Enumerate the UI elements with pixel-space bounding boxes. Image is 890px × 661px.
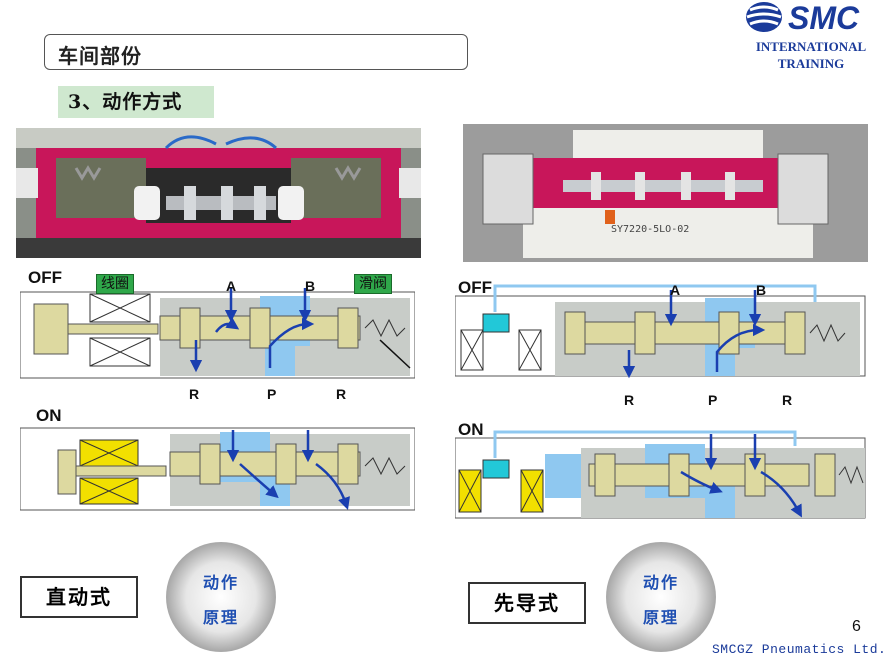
direct-port-r2: R — [336, 386, 347, 402]
direct-port-r1: R — [189, 386, 200, 402]
header-box — [44, 34, 468, 70]
pilot-port-b: B — [756, 282, 767, 298]
pilot-port-r2: R — [782, 392, 793, 408]
spool-tag: 滑阀 — [354, 274, 392, 294]
section-heading: 3、动作方式 — [58, 86, 214, 118]
pilot-port-r1: R — [624, 392, 635, 408]
direct-valve-photo — [16, 128, 421, 258]
direct-on-label: ON — [36, 406, 62, 425]
direct-on-diagram — [20, 427, 415, 511]
pilot-on-label: ON — [458, 420, 484, 439]
pilot-valve-diagram — [455, 284, 866, 519]
direct-principle-line1: 动作 — [202, 573, 239, 592]
direct-principle-line2: 原理 — [202, 608, 239, 627]
page-title: 车间部份 — [58, 44, 142, 68]
pilot-off-label: OFF — [458, 278, 492, 297]
footer-company: SMCGZ Pneumatics Ltd. — [712, 642, 887, 657]
direct-off-label: OFF — [28, 268, 62, 287]
pilot-off-diagram — [455, 284, 866, 379]
pilot-on-diagram — [455, 430, 866, 519]
svg-text:SMC: SMC — [788, 0, 860, 34]
direct-port-b: B — [305, 278, 316, 294]
pilot-principle-line2: 原理 — [642, 608, 679, 627]
direct-off-diagram — [20, 288, 415, 379]
pilot-type-label: 先导式 — [468, 582, 586, 624]
smc-logo: SMC — [746, 0, 860, 34]
direct-principle-button[interactable]: 动作 原理 — [166, 542, 276, 652]
pilot-valve-photo: SY7220-5LO-02 — [463, 124, 868, 262]
coil-tag: 线圈 — [96, 274, 134, 294]
pilot-port-p: P — [708, 392, 718, 408]
photo-model-text: SY7220-5LO-02 — [611, 224, 689, 235]
page-number: 6 — [852, 618, 861, 635]
direct-valve-diagram — [20, 288, 415, 511]
pilot-port-a: A — [670, 282, 681, 298]
direct-port-p: P — [267, 386, 277, 402]
pilot-principle-button[interactable]: 动作 原理 — [606, 542, 716, 652]
direct-type-label: 直动式 — [20, 576, 138, 618]
logo-line-1: INTERNATIONAL — [755, 39, 867, 54]
pilot-principle-line1: 动作 — [642, 573, 679, 592]
direct-port-a: A — [226, 278, 237, 294]
logo-line-2: TRAINING — [777, 56, 845, 71]
logo-subtitle: INTERNATIONAL TRAINING — [738, 38, 884, 72]
